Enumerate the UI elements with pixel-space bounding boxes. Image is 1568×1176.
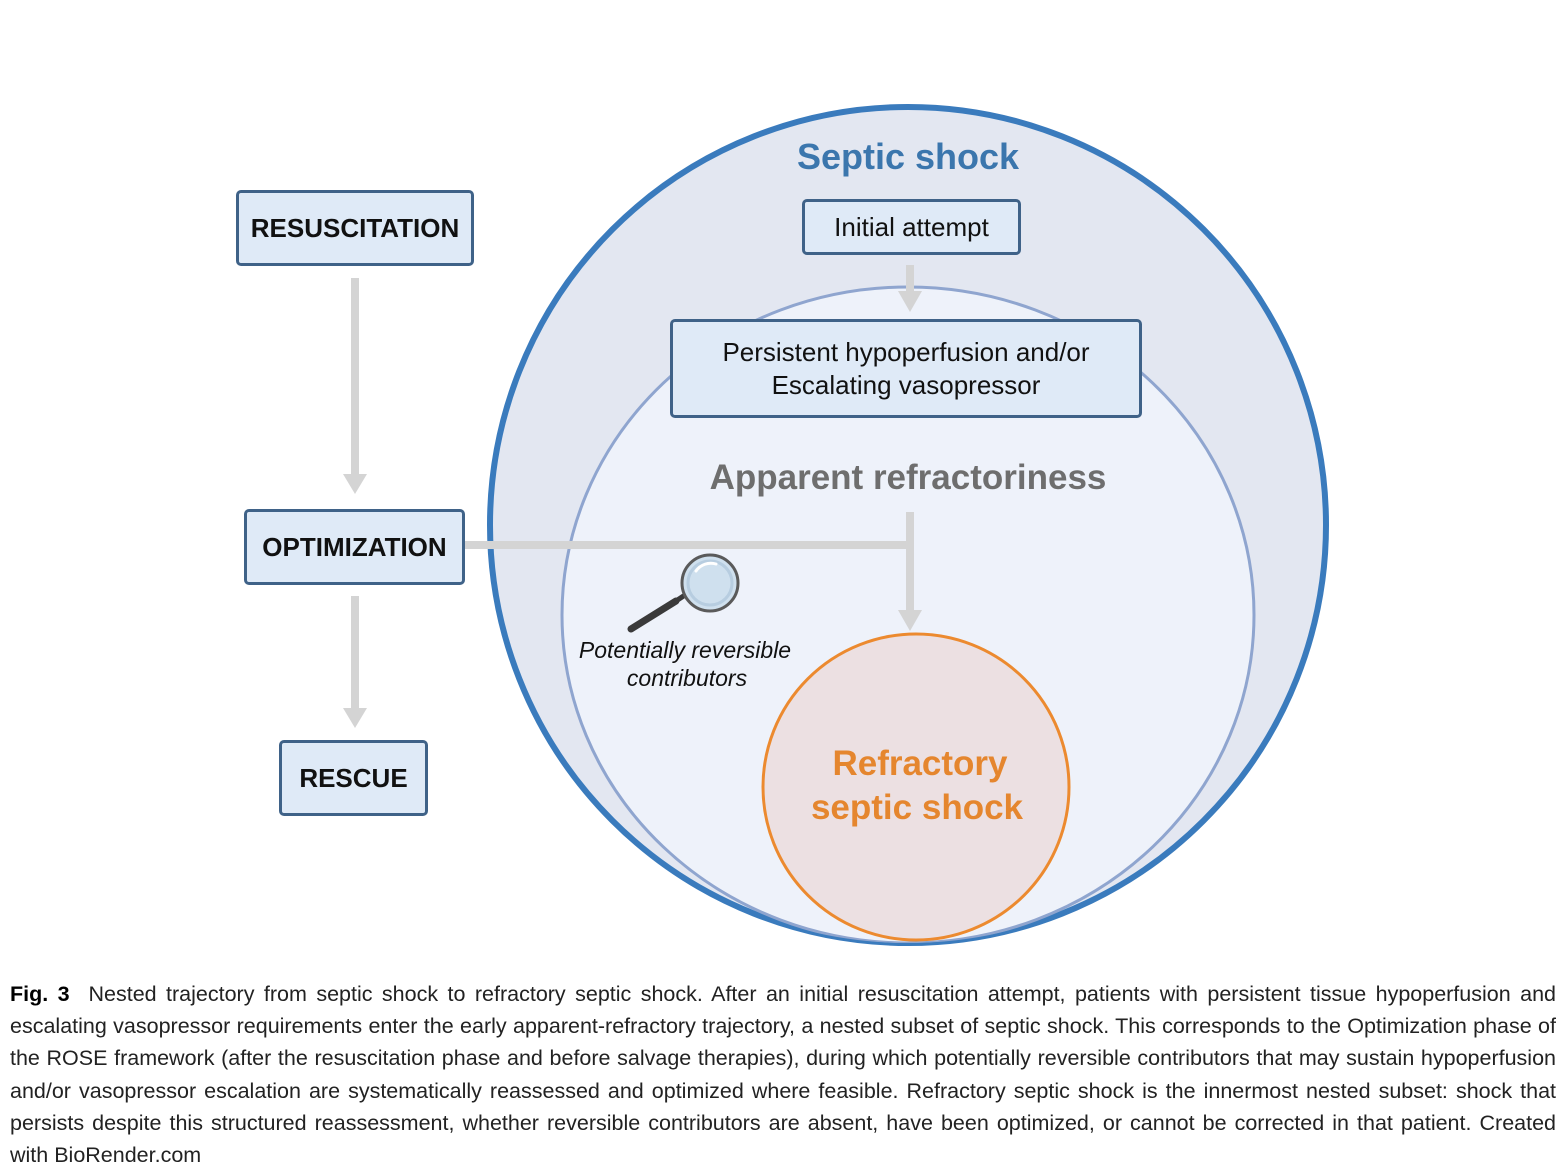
rescue-box: RESCUE (279, 740, 428, 816)
resuscitation-box: RESUSCITATION (236, 190, 474, 266)
refractory-septic-shock-circle (761, 632, 1071, 942)
refractory-label-line2: septic shock (811, 788, 1024, 827)
reversible-contributors-line1: Potentially reversible (579, 637, 791, 663)
septic-shock-label: Septic shock (797, 136, 1020, 177)
persistent-hypoperfusion-box: Persistent hypoperfusion and/or Escalati… (670, 319, 1142, 418)
persistent-line1: Persistent hypoperfusion and/or (722, 336, 1090, 367)
optimization-box: OPTIMIZATION (244, 509, 465, 585)
reversible-contributors-line2: contributors (627, 665, 748, 691)
figure-caption: Fig. 3 Nested trajectory from septic sho… (10, 978, 1556, 1171)
phase-arrow-2 (343, 596, 367, 728)
initial-attempt-label: Initial attempt (834, 211, 989, 242)
persistent-line2: Escalating vasopressor (771, 369, 1041, 400)
magnifying-glass-icon (627, 553, 740, 633)
apparent-refractoriness-label: Apparent refractoriness (710, 458, 1107, 497)
initial-attempt-box: Initial attempt (802, 199, 1021, 255)
resuscitation-label: RESUSCITATION (250, 212, 460, 243)
figure: Septic shock Apparent refractoriness Pot… (236, 104, 1329, 946)
phase-arrow-1 (343, 278, 367, 494)
caption-text: Nested trajectory from septic shock to r… (10, 982, 1556, 1168)
refractory-label-line1: Refractory (832, 744, 1008, 783)
diagram-canvas: Septic shock Apparent refractoriness Pot… (343, 104, 1329, 946)
caption-label: Fig. 3 (10, 982, 70, 1006)
optimization-label: OPTIMIZATION (262, 531, 447, 562)
initial-to-persistent-arrow (898, 265, 922, 312)
rescue-label: RESCUE (299, 762, 408, 793)
optimization-connector (464, 512, 922, 631)
